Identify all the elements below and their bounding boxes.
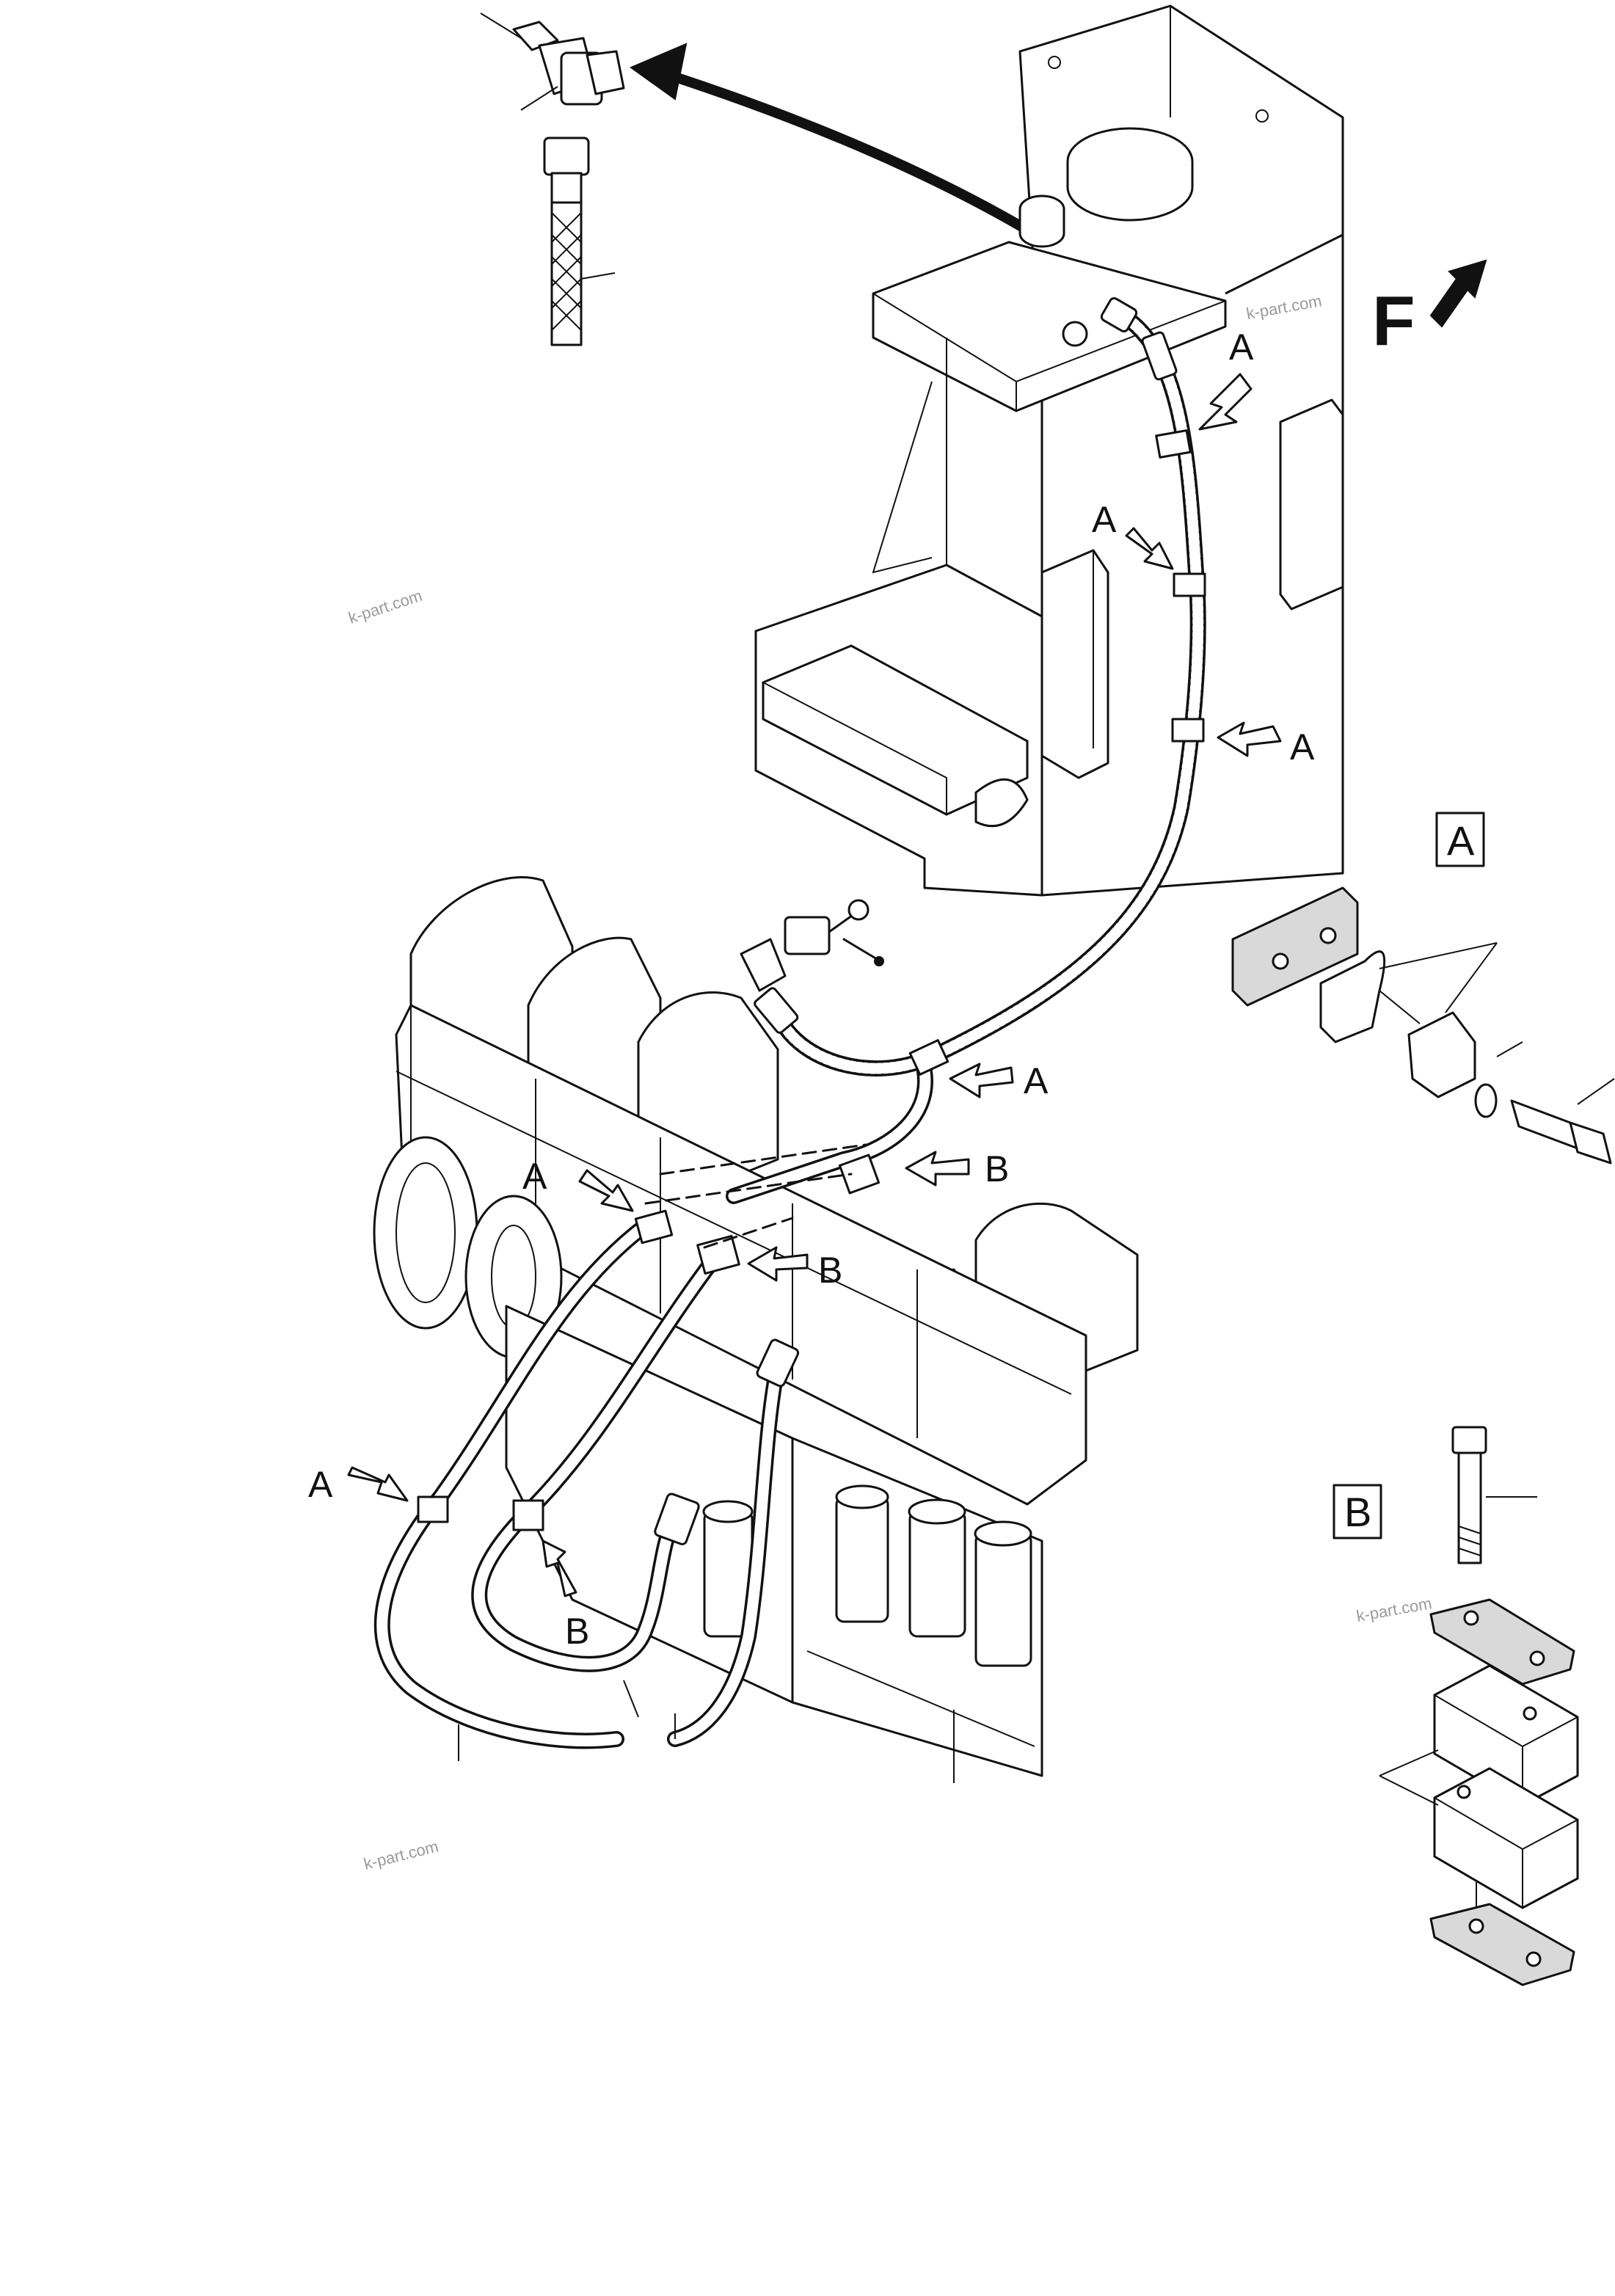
bracket-bars: [644, 1143, 867, 1249]
clamp-b-label-1: B: [985, 1148, 1009, 1189]
detail-a-label: A: [1447, 817, 1475, 864]
clamp-a-label-5: A: [522, 1156, 547, 1197]
detail-b-box: [1333, 1484, 1382, 1539]
clamp-a-label-2: A: [1092, 499, 1117, 540]
watermark-4: k-part.com: [362, 1837, 440, 1873]
detail-b-label: B: [1344, 1489, 1371, 1535]
clamp-b-label-2: B: [818, 1250, 842, 1291]
clamp-b-label-3: B: [565, 1611, 589, 1652]
clamp-a-label-1: A: [1229, 327, 1254, 368]
engine-block: [373, 876, 1139, 1783]
clamp-a-label-4: A: [1024, 1060, 1049, 1101]
detail-a-box: [1435, 812, 1485, 867]
clamp-a-label-3: A: [1290, 726, 1315, 768]
hoses: [373, 296, 1206, 1749]
clamp-callouts: A A A A B A B A B: [308, 327, 1315, 1652]
valve-fitting: [740, 899, 884, 992]
detail-b-clamp: B: [1333, 1426, 1579, 1986]
leader-lines: [458, 1680, 676, 1761]
filter-cartridges: [702, 1484, 1032, 1667]
watermark-2: k-part.com: [346, 586, 425, 627]
watermark-3: k-part.com: [1355, 1594, 1434, 1625]
elbow-fitting-detail: [480, 12, 625, 346]
front-direction-marker: F: [1372, 259, 1487, 360]
hose-clamps: [417, 429, 1206, 1531]
clamp-a-label-6: A: [308, 1464, 333, 1505]
detail-a-clamp: A: [1231, 812, 1615, 1165]
front-label: F: [1372, 282, 1415, 360]
